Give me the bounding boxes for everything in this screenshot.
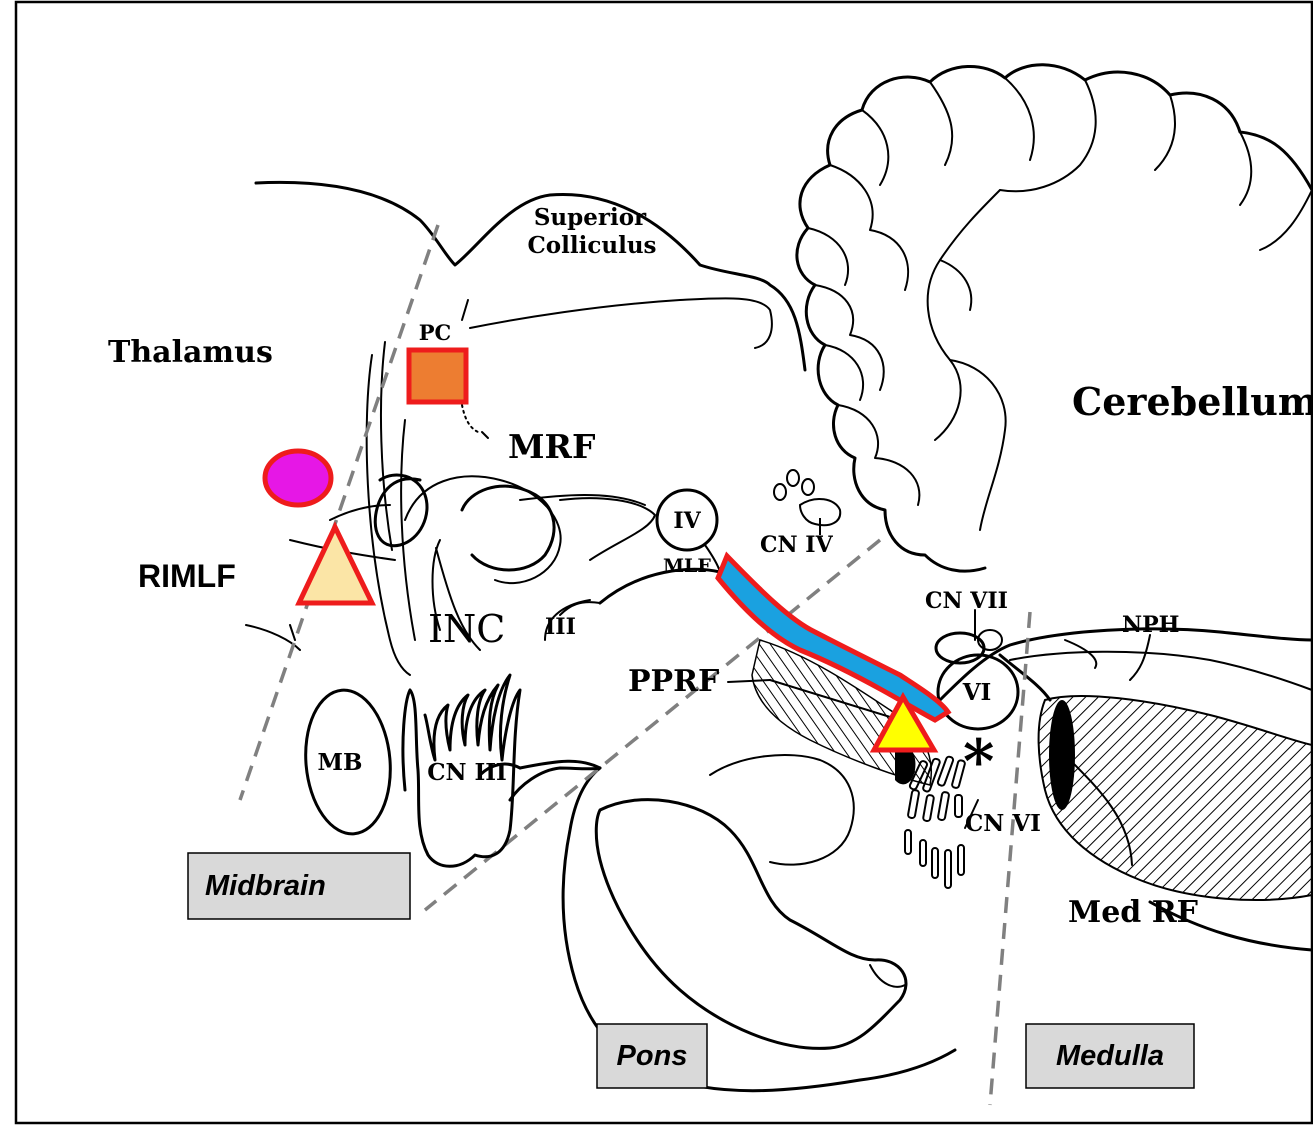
- cn-vi-rootlets: [905, 756, 965, 888]
- cn-iv-label: CN IV: [760, 532, 834, 558]
- mb-label: MB: [318, 749, 363, 776]
- medulla-region-box: Medulla: [1026, 1024, 1194, 1088]
- thalamus-label: Thalamus: [108, 335, 273, 370]
- pons-region-label: Pons: [617, 1040, 688, 1072]
- superior-colliculus-label-line1: Superior: [534, 204, 647, 231]
- mlf-label: MLF: [663, 555, 711, 577]
- cn-iv-fibers: [774, 470, 840, 535]
- nph-label: NPH: [1122, 612, 1179, 638]
- rimlf-triangle-marker: [299, 527, 372, 603]
- cn-iii-label: CN III: [427, 759, 507, 786]
- pontine-nuclei-outline: [596, 800, 906, 1049]
- pc-label: PC: [419, 320, 452, 345]
- boundary-pons-medulla: [990, 612, 1030, 1105]
- cn-vii-label: CN VII: [925, 588, 1008, 614]
- med-rf-hatched-region: [1039, 696, 1312, 900]
- iii-label: III: [545, 614, 576, 640]
- asterisk-label: *: [963, 727, 994, 797]
- medulla-region-label: Medulla: [1056, 1040, 1164, 1072]
- mrf-label: MRF: [508, 427, 595, 466]
- med-rf-black-oval: [1049, 700, 1075, 810]
- superior-colliculus-label-line2: Colliculus: [528, 232, 657, 259]
- npj-leader: [1130, 635, 1150, 680]
- inc-label: INC: [428, 607, 505, 651]
- med-rf-label: Med RF: [1068, 895, 1198, 930]
- pons-region-box: Pons: [597, 1024, 707, 1088]
- cerebellum-label: Cerebellum: [1072, 379, 1313, 424]
- mrf-contour: [482, 432, 488, 438]
- pontine-inner-contour: [710, 755, 854, 865]
- magenta-ellipse-marker: [265, 451, 331, 505]
- pprf-label: PPRF: [628, 664, 719, 699]
- cn-vi-label: CN VI: [965, 810, 1041, 837]
- cerebellum-outline: [797, 65, 1312, 571]
- iv-label: IV: [673, 508, 701, 534]
- midbrain-region-box: Midbrain: [188, 853, 410, 919]
- vi-label: VI: [962, 679, 992, 706]
- mrf-dotted-line: [462, 405, 478, 432]
- rimlf-label: RIMLF: [138, 558, 236, 594]
- midbrain-region-label: Midbrain: [205, 870, 326, 902]
- pc-square-marker: [409, 350, 466, 402]
